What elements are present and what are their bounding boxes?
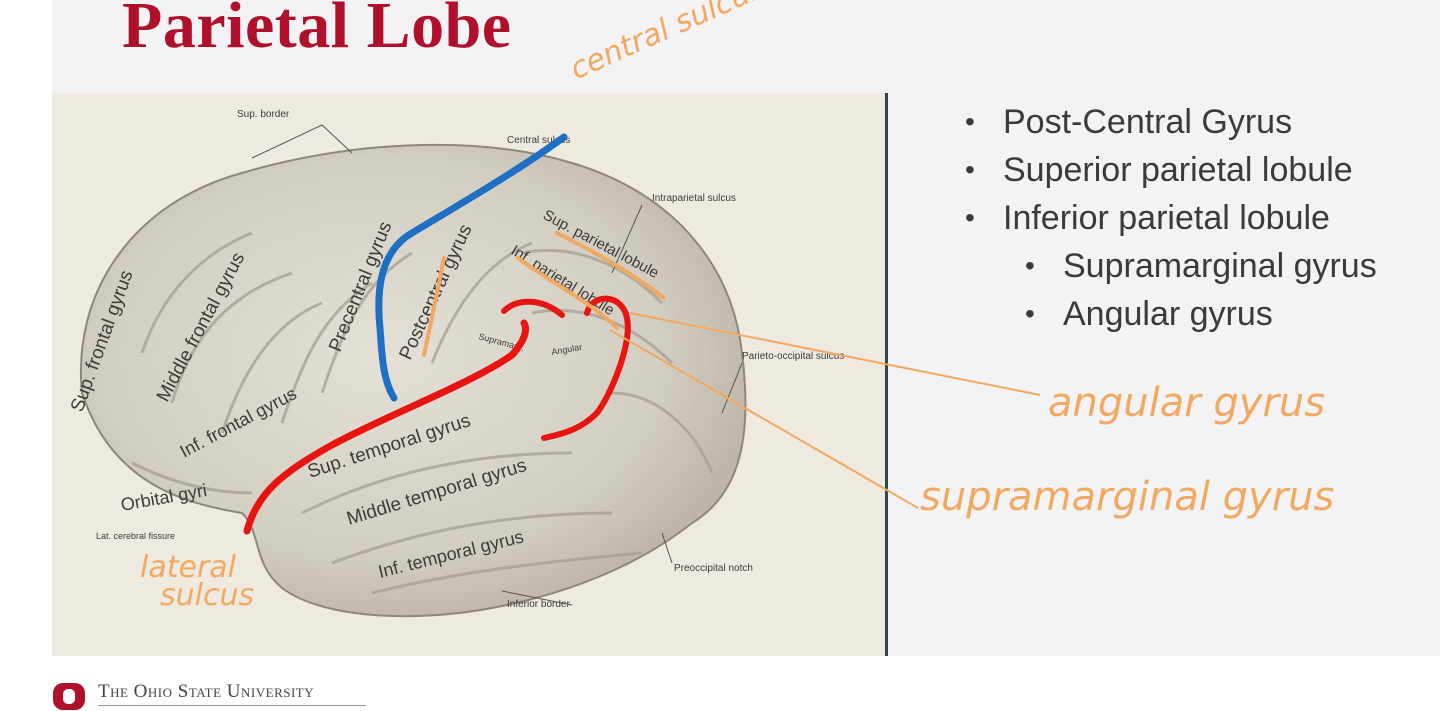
label-intraparietal-sulcus: Intraparietal sulcus (652, 193, 736, 204)
inf-parietal-highlight (516, 256, 619, 330)
bullet-angular-gyrus: Angular gyrus (1025, 290, 1377, 338)
lateral-sulcus-marking (243, 319, 529, 535)
sup-parietal-highlight (555, 231, 666, 300)
bullet-postcentral-gyrus: Post-Central Gyrus (965, 98, 1377, 146)
bullet-superior-parietal-lobule: Superior parietal lobule (965, 146, 1377, 194)
footer-university-name: The Ohio State University (98, 681, 315, 702)
label-lat-cerebral-fissure: Lat. cerebral fissure (96, 531, 175, 541)
label-parieto-occipital-sulcus: Parieto-occipital sulcus (742, 351, 844, 362)
bullet-inferior-parietal-lobule: Inferior parietal lobule (965, 194, 1377, 242)
postcentral-highlight (422, 256, 446, 357)
slide-title: Parietal Lobe (122, 0, 512, 62)
annotation-angular-gyrus: angular gyrus (1048, 380, 1326, 426)
bullet-list: Post-Central Gyrus Superior parietal lob… (965, 98, 1377, 338)
annotation-lateral-line1: lateral (140, 550, 236, 585)
central-sulcus-marking (375, 133, 568, 402)
ohio-state-block-o-icon (53, 683, 85, 710)
label-preoccipital-notch: Preoccipital notch (674, 563, 753, 574)
supramarginal-marking (501, 298, 565, 318)
label-sup-border: Sup. border (237, 109, 290, 120)
label-inferior-border: Inferior border (507, 599, 570, 610)
annotation-lateral-line2: sulcus (160, 578, 255, 613)
annotation-supramarginal-gyrus: supramarginal gyrus (920, 474, 1335, 520)
label-central-sulcus-small: Central sulcus (507, 135, 570, 146)
brain-illustration: Sup. border Central sulcus Intraparietal… (67, 109, 844, 618)
bullet-supramarginal-gyrus: Supramarginal gyrus (1025, 242, 1377, 290)
footer-divider (98, 705, 366, 706)
